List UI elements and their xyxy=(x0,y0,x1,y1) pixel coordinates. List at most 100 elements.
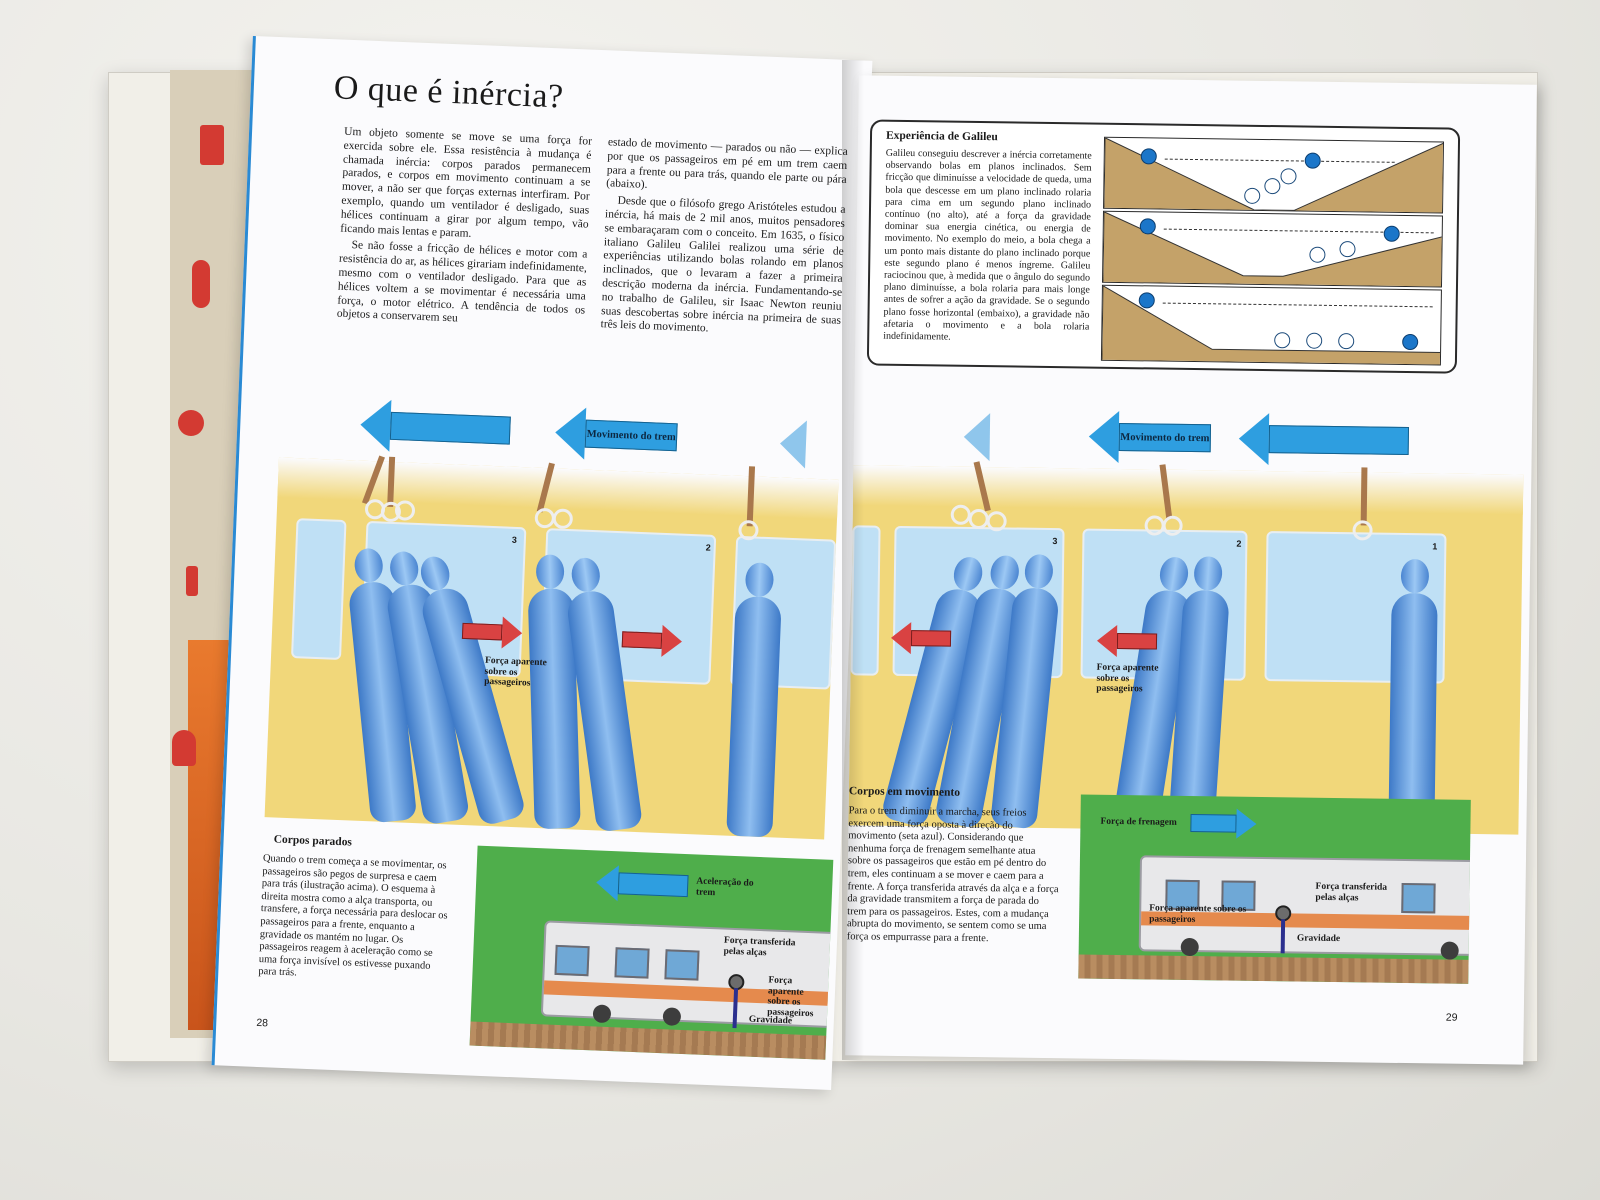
arrow-label: Movimento do trem xyxy=(1118,422,1212,453)
force-label: Força aparente sobre os passageiros xyxy=(1096,662,1159,695)
arrow-head xyxy=(1238,412,1270,466)
strap-ring xyxy=(1162,515,1183,536)
arrow-body xyxy=(617,872,689,898)
arrow-head xyxy=(595,864,619,902)
gravity-vector xyxy=(1280,919,1286,954)
strap-ring xyxy=(1352,520,1373,541)
train-diagram-left: Aceleração do trem Força transferida pel… xyxy=(469,845,834,1060)
panel-number: 2 xyxy=(705,542,711,553)
apparent-force-arrow xyxy=(1096,624,1158,658)
caption-text: Quando o trem começa a se movimentar, os… xyxy=(258,853,448,979)
page-number: 29 xyxy=(1445,1011,1458,1024)
arrow-body xyxy=(1268,425,1410,456)
caption-title: Corpos parados xyxy=(273,833,353,849)
ball-icon xyxy=(1309,246,1326,263)
car-wheel xyxy=(592,1004,612,1024)
ball-icon xyxy=(1280,168,1297,185)
arrow-tip xyxy=(661,624,683,658)
arrow-shaft xyxy=(910,630,952,647)
galileo-title: Experiência de Galileu xyxy=(885,129,998,144)
car-window xyxy=(664,949,700,981)
astronaut-icon xyxy=(192,260,210,308)
caption-title: Corpos em movimento xyxy=(848,785,961,799)
text-column-2: estado de movimento — parados ou não — e… xyxy=(600,136,848,345)
train-motion-arrow-small xyxy=(779,419,807,469)
ball-icon xyxy=(1338,333,1355,350)
strap-force-label: Força transferida pelas alças xyxy=(723,935,796,958)
gravity-label: Gravidade xyxy=(1296,933,1341,945)
arrow-tip xyxy=(1096,624,1118,657)
rail-track xyxy=(469,1021,827,1060)
paragraph: Se não fosse a fricção de hélices e moto… xyxy=(336,239,588,325)
train-motion-arrow-large xyxy=(359,398,511,457)
acceleration-label: Aceleração do trem xyxy=(695,876,754,898)
balloon-icon xyxy=(172,730,196,766)
car-window xyxy=(1401,882,1436,914)
hand-strap xyxy=(1360,467,1368,526)
car-wheel xyxy=(1440,941,1459,960)
strap-force-label: Força transferida pelas alças xyxy=(1315,881,1388,903)
train-motion-arrow-labeled: Movimento do trem xyxy=(554,406,678,463)
paragraph: Desde que o filósofo grego Aristóteles e… xyxy=(600,194,846,335)
apparent-force-arrow xyxy=(621,623,683,658)
acceleration-arrow xyxy=(595,864,689,904)
car-wheel xyxy=(662,1007,682,1026)
apparent-force-arrow xyxy=(461,615,523,650)
right-page: Experiência de Galileu Galileu conseguiu… xyxy=(845,75,1537,1065)
paragraph: Um objeto somente se move se uma força f… xyxy=(340,125,593,240)
car-window xyxy=(554,944,590,977)
tree-icon xyxy=(178,410,204,436)
panel-number: 3 xyxy=(1052,536,1058,547)
book-gutter-shadow xyxy=(842,60,864,1060)
steep-ramp-shape xyxy=(1103,136,1445,214)
rail-track xyxy=(1078,954,1469,984)
caption-text: Para o trem diminuir a marcha, seus frei… xyxy=(846,805,1059,945)
arrow-head xyxy=(359,398,392,452)
arrow-shaft xyxy=(461,622,503,641)
galileo-experiment-box: Experiência de Galileu Galileu conseguiu… xyxy=(866,119,1461,374)
galileo-text: Galileu conseguiu descrever a inércia co… xyxy=(883,147,1092,343)
ramp-diagram-flat xyxy=(1100,284,1442,366)
car-window xyxy=(614,947,650,979)
braking-label: Força de frenagem xyxy=(1100,816,1177,828)
panel-number: 1 xyxy=(1432,541,1438,552)
panel-number: 2 xyxy=(1236,538,1242,549)
braking-arrow-head xyxy=(1236,808,1257,839)
paragraph: estado de movimento — parados ou não — e… xyxy=(606,136,848,192)
arrow-head xyxy=(1088,410,1120,463)
arrow-label: Movimento do trem xyxy=(584,419,678,452)
arrow-shaft xyxy=(621,631,663,649)
force-label: Força aparente sobre os passageiros xyxy=(483,655,548,689)
train-window xyxy=(290,518,347,661)
arrow-head xyxy=(554,406,587,460)
ball-icon xyxy=(1264,177,1281,195)
left-page: O que é inércia? Um objeto somente se mo… xyxy=(211,35,873,1091)
figure-icon xyxy=(186,566,198,596)
train-motion-arrow-labeled: Movimento do trem xyxy=(1088,410,1212,465)
panel-number: 3 xyxy=(511,534,518,545)
arrow-body xyxy=(389,411,511,445)
braking-arrow-body xyxy=(1190,814,1237,833)
ball-icon xyxy=(1402,333,1419,351)
ramp-diagram-gentle xyxy=(1102,210,1443,288)
underlying-red-mark xyxy=(200,125,224,165)
strap-ring xyxy=(986,511,1007,532)
apparent-force-label: Força aparente sobre os passageiros xyxy=(766,975,814,1019)
train-interior-scene-left: Movimento do trem Força aparente sobre o… xyxy=(264,377,842,849)
train-diagram-right: Força de frenagem Força transferida pela… xyxy=(1078,794,1471,984)
apparent-force-label: Força aparente sobre os passageiros xyxy=(1149,903,1247,925)
passenger-figure xyxy=(726,562,782,838)
gravity-label: Gravidade xyxy=(748,1014,793,1027)
arrow-tip xyxy=(890,621,912,655)
page-title: O que é inércia? xyxy=(333,69,565,116)
ball-icon xyxy=(1304,152,1321,169)
train-motion-arrow-large xyxy=(1238,412,1410,467)
arrow-shaft xyxy=(1116,632,1158,650)
passenger-figure xyxy=(1388,558,1438,834)
ball-icon xyxy=(1140,148,1157,165)
ramp-diagram-steep xyxy=(1103,136,1445,214)
car-wheel xyxy=(1180,937,1199,957)
apparent-force-arrow xyxy=(890,621,952,655)
page-number: 28 xyxy=(256,1016,269,1030)
train-motion-arrow-small xyxy=(963,412,991,462)
